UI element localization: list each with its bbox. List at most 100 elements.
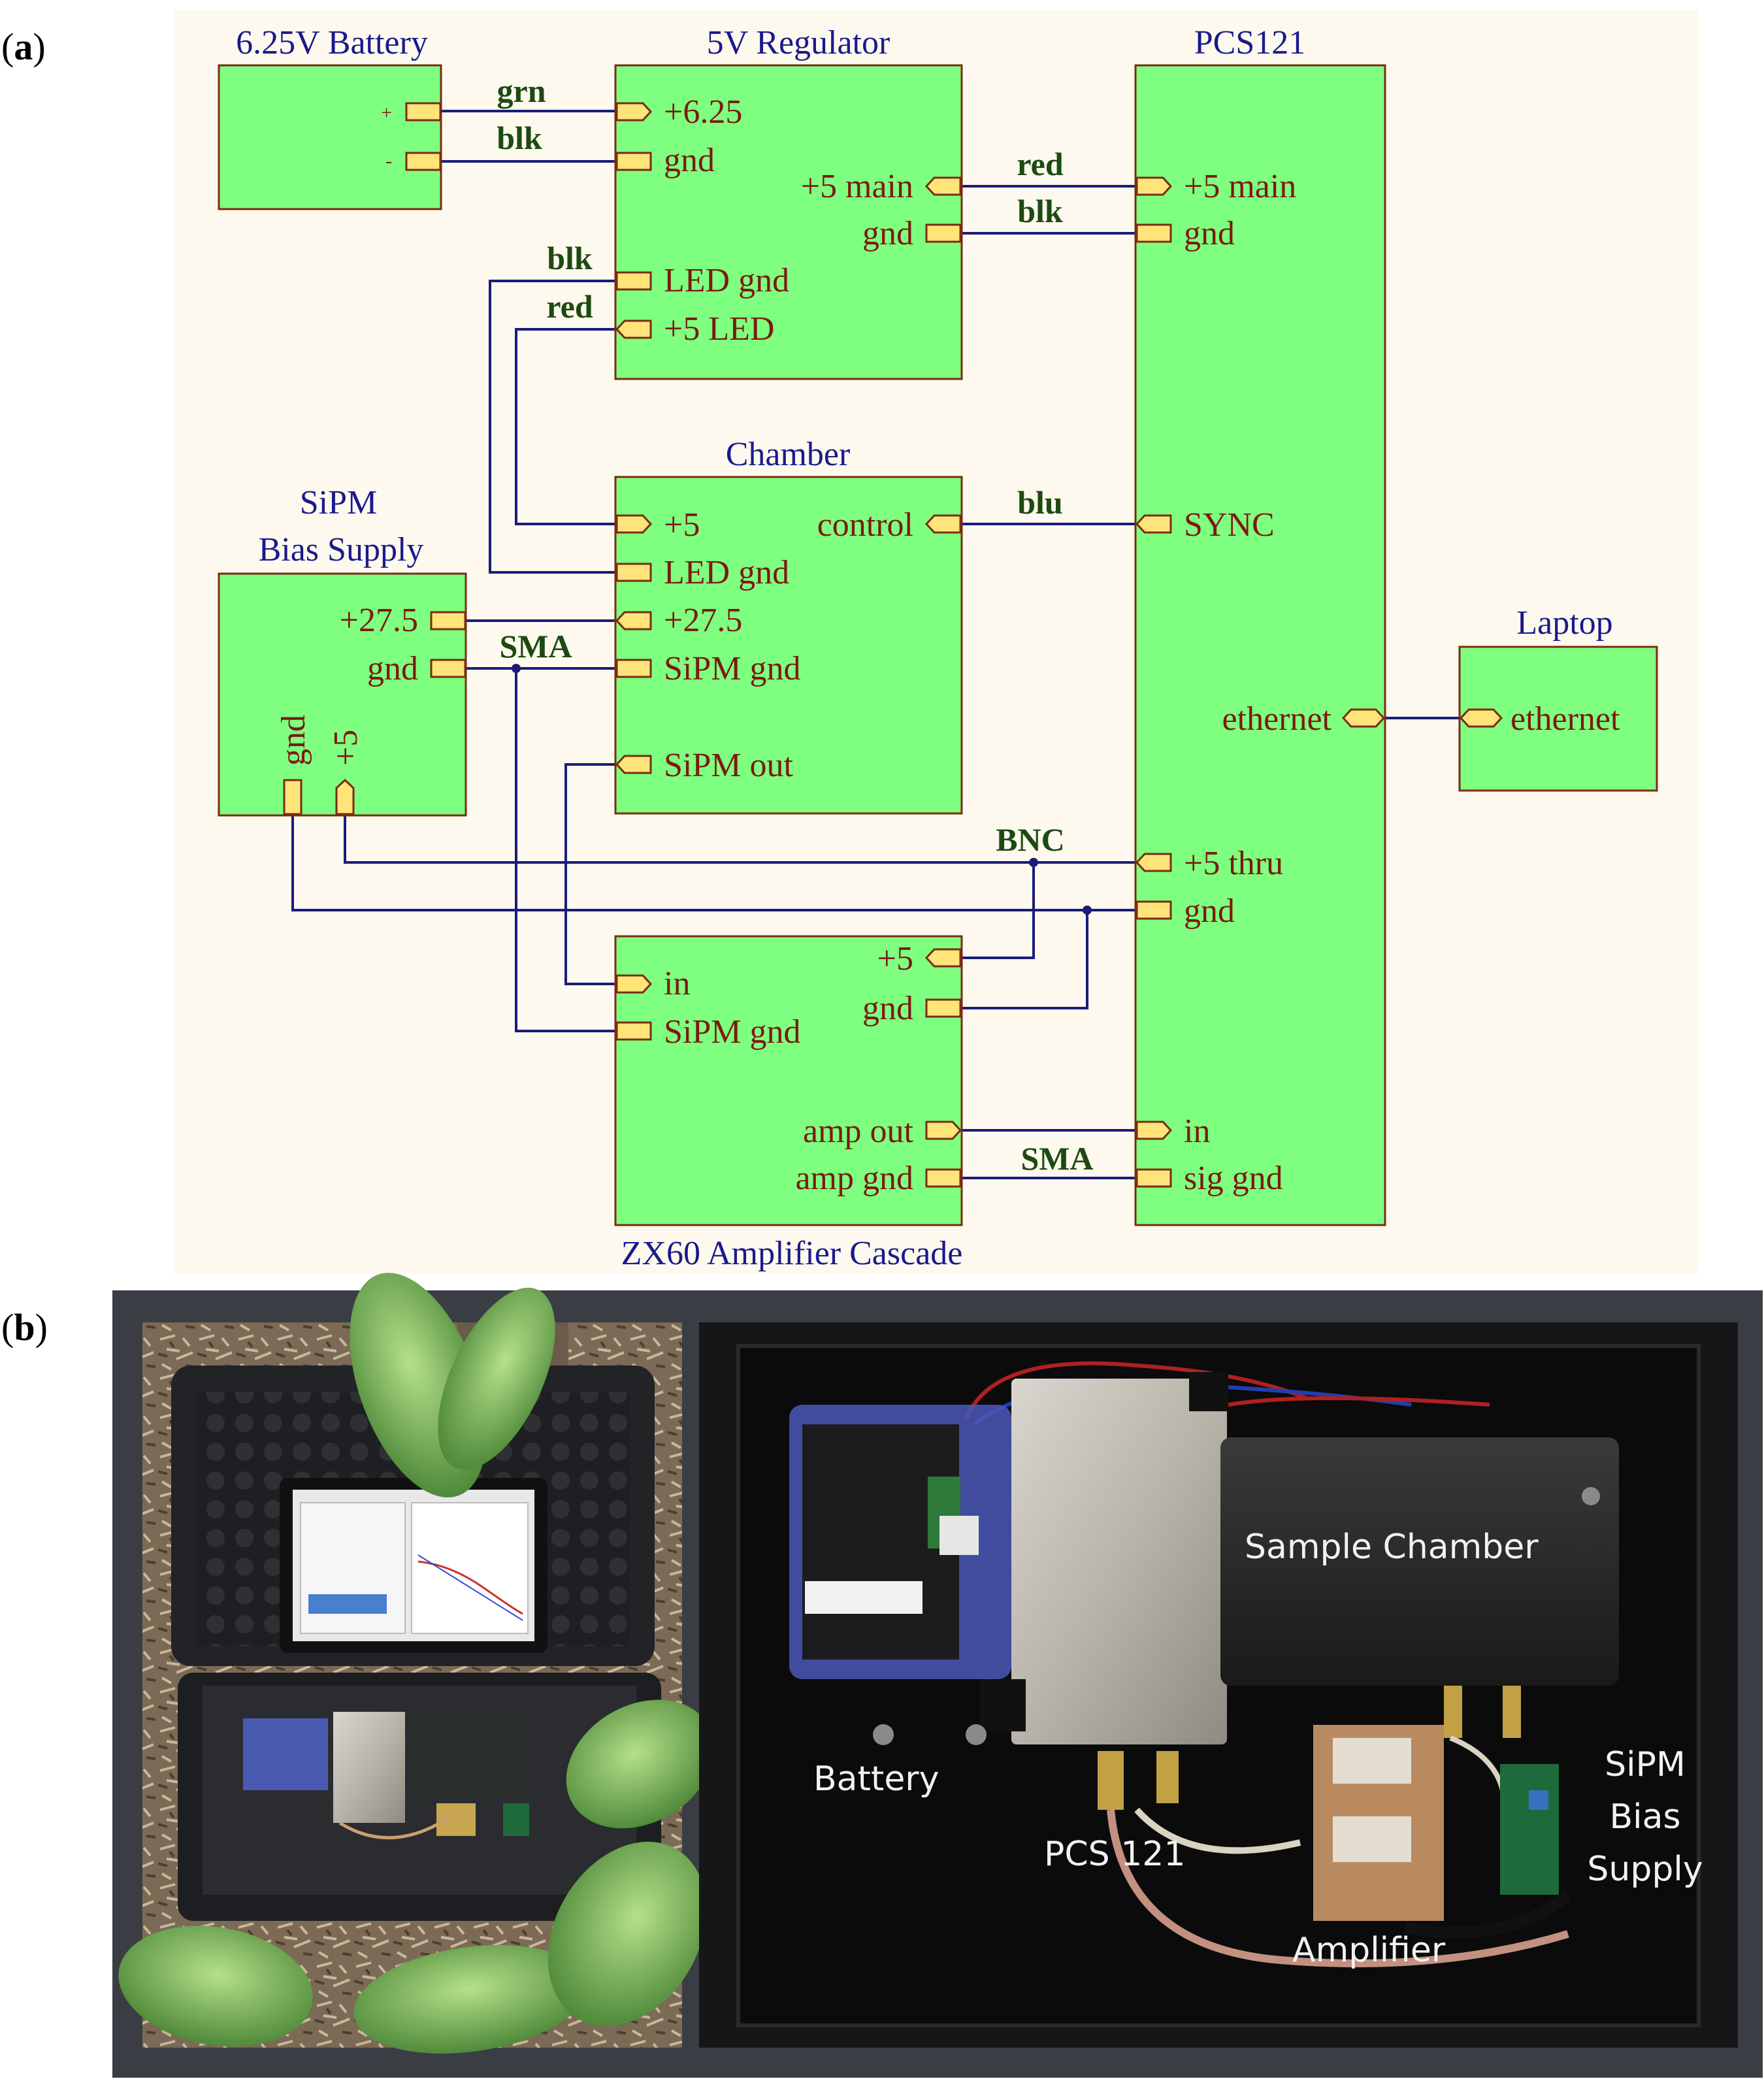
label-pcs-gnd: gnd (1184, 215, 1235, 252)
block-sipm-bias (218, 572, 467, 817)
wire-labels: grn blk red blk blk red blu SMA BNC SMA (497, 73, 1093, 1177)
wire-label-blk2: blk (1017, 193, 1063, 229)
block-pcs121 (1134, 64, 1386, 1226)
pin-pcs-thru5 (1135, 853, 1172, 872)
pin-sipm-gnd (430, 659, 466, 678)
junction-sma (512, 664, 521, 673)
leaf (118, 1925, 313, 2047)
photo-label-pcs121: PCS 121 (1044, 1835, 1185, 1874)
wire-label-red2: red (546, 288, 593, 325)
wires (291, 110, 1460, 1179)
pin-regulator-led5 (615, 319, 652, 339)
photo-sipm-board (1500, 1764, 1559, 1895)
panel-b-label: (b) (1, 1305, 48, 1349)
photo-field-setup (118, 1273, 715, 2054)
junction-bnc (1029, 858, 1038, 867)
label-battery-plus: + (381, 102, 392, 123)
pin-chamber-sipm-out (615, 755, 652, 774)
label-amp-gnd: gnd (862, 990, 913, 1027)
label-pcs-thru5: +5 thru (1184, 845, 1283, 882)
pin-chamber-control (924, 514, 962, 534)
label-pcs-main5: +5 main (1184, 168, 1296, 205)
wire-label-sma2: SMA (1021, 1140, 1093, 1177)
panel-a-letter: a (14, 25, 33, 68)
title-regulator: 5V Regulator (707, 24, 890, 61)
wire-label-blk3: blk (547, 240, 593, 276)
pin-sipm-gnd-v (283, 779, 302, 815)
pin-regulator-led-gnd (615, 271, 652, 291)
leaf (547, 1841, 707, 2027)
title-battery: 6.25V Battery (236, 24, 428, 61)
wire-led-5 (515, 328, 617, 525)
panel-a-label: (a) (1, 25, 46, 69)
photo-label-amplifier: Amplifier (1292, 1931, 1446, 1970)
pin-chamber-275 (615, 611, 652, 630)
photo-pcs121 (1011, 1379, 1227, 1744)
pin-chamber-5 (615, 514, 653, 534)
pin-pcs-ethernet (1341, 708, 1386, 728)
pin-amp-gnd (925, 998, 962, 1018)
pin-regulator-main-gnd (925, 223, 962, 243)
block-titles: 6.25V Battery 5V Regulator PCS121 Chambe… (236, 24, 1612, 1272)
wire-label-blu: blu (1017, 484, 1063, 521)
panel-a-open: ( (1, 25, 14, 68)
block-battery (218, 64, 442, 210)
pin-amp-out (925, 1121, 962, 1140)
blocks (218, 64, 1658, 1226)
title-pcs121: PCS121 (1194, 24, 1306, 61)
label-chamber-sipm-out: SiPM out (664, 747, 794, 784)
label-regulator-led5: +5 LED (664, 310, 774, 348)
wire-junctions (512, 664, 1092, 915)
panel-b-letter: b (14, 1306, 35, 1349)
label-amp-amp-gnd: amp gnd (795, 1160, 913, 1197)
pin-chamber-led-gnd (615, 563, 652, 582)
label-chamber-control: control (817, 506, 913, 544)
pin-laptop-ethernet (1459, 708, 1503, 728)
label-chamber-275: +27.5 (664, 602, 742, 639)
junction-gnd (1083, 906, 1092, 915)
pin-chamber-sipm-gnd (615, 659, 652, 678)
leaf (353, 1944, 587, 2054)
wire-sipm-out (564, 763, 617, 985)
title-chamber: Chamber (726, 436, 851, 473)
pin-amp-sipm-gnd (615, 1021, 652, 1041)
photo-sample-chamber (1220, 1437, 1619, 1686)
label-regulator-main5: +5 main (801, 168, 913, 205)
block-amplifier (614, 935, 963, 1226)
wire-label-bnc: BNC (996, 821, 1065, 858)
leaf (438, 1287, 555, 1470)
pin-battery-minus (405, 152, 442, 171)
pin-amp-in (615, 974, 653, 994)
wire-label-sma1: SMA (499, 628, 572, 664)
title-sipm-line1: SiPM (300, 484, 378, 521)
pin-regulator-gnd (615, 152, 652, 171)
pin-regulator-625 (615, 102, 653, 122)
label-regulator-625: +6.25 (664, 93, 742, 131)
photo-label-sipm-line3: Supply (1587, 1850, 1703, 1889)
label-pcs-sig-gnd: sig gnd (1184, 1160, 1283, 1197)
pin-sipm-275 (430, 611, 466, 630)
leaf (566, 1699, 715, 1829)
label-chamber-sipm-gnd: SiPM gnd (664, 650, 801, 687)
photo-label-battery: Battery (813, 1760, 939, 1799)
wire-label-grn: grn (497, 73, 546, 109)
photo-labels: Battery Sample Chamber PCS 121 Amplifier… (813, 1528, 1703, 1970)
label-sipm-gnd: gnd (367, 650, 418, 687)
label-amp-5: +5 (877, 940, 913, 977)
pins (283, 102, 1503, 1188)
pin-pcs-gnd (1135, 223, 1172, 243)
label-sipm-gnd-v: gnd (275, 715, 312, 766)
wire-amp-5 (960, 862, 1035, 959)
photo-label-sipm-line1: SiPM (1605, 1745, 1686, 1784)
label-sipm-5-v: +5 (327, 730, 365, 766)
label-battery-minus: - (385, 150, 392, 172)
label-regulator-main-gnd: gnd (862, 215, 913, 252)
panel-b-open: ( (1, 1306, 14, 1349)
title-amplifier: ZX60 Amplifier Cascade (621, 1235, 963, 1272)
wire-led-gnd (489, 280, 617, 574)
label-sipm-275: +27.5 (340, 602, 418, 639)
panel-b-close: ) (35, 1306, 48, 1349)
title-laptop: Laptop (1516, 604, 1612, 642)
wire-amp-gnd (960, 910, 1088, 1009)
